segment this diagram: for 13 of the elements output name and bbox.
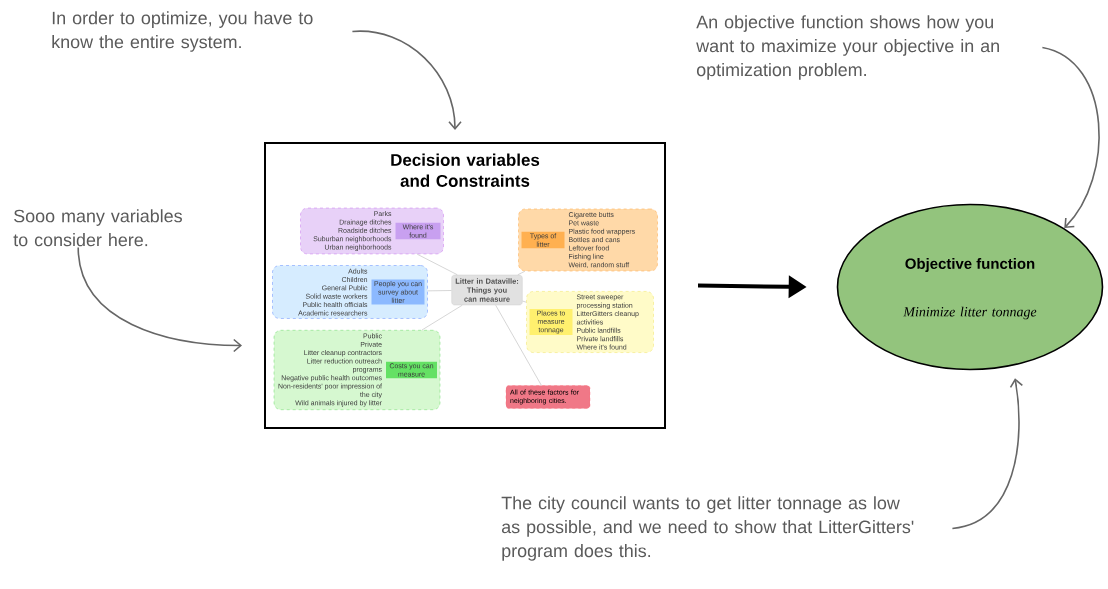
connector-line — [495, 304, 542, 386]
callout-text: Sooo many variables to consider here. — [13, 209, 182, 247]
arrow — [351, 30, 462, 130]
arrow — [1041, 46, 1100, 229]
connector-line — [421, 304, 463, 331]
callout-text: An objective function shows how you want to maximize your objective in an optimization problem. — [696, 15, 999, 80]
connector-line — [522, 300, 527, 303]
connector-line — [427, 290, 452, 292]
callout-text: The city council wants to get litter tonnage as low as possible, and we need to show that LitterGitters' program does this. — [501, 496, 914, 561]
arrow — [77, 246, 242, 353]
arrow — [951, 378, 1024, 530]
callout-text: In order to optimize, you have to know the entire system. — [52, 11, 313, 52]
connector-line — [517, 270, 526, 276]
